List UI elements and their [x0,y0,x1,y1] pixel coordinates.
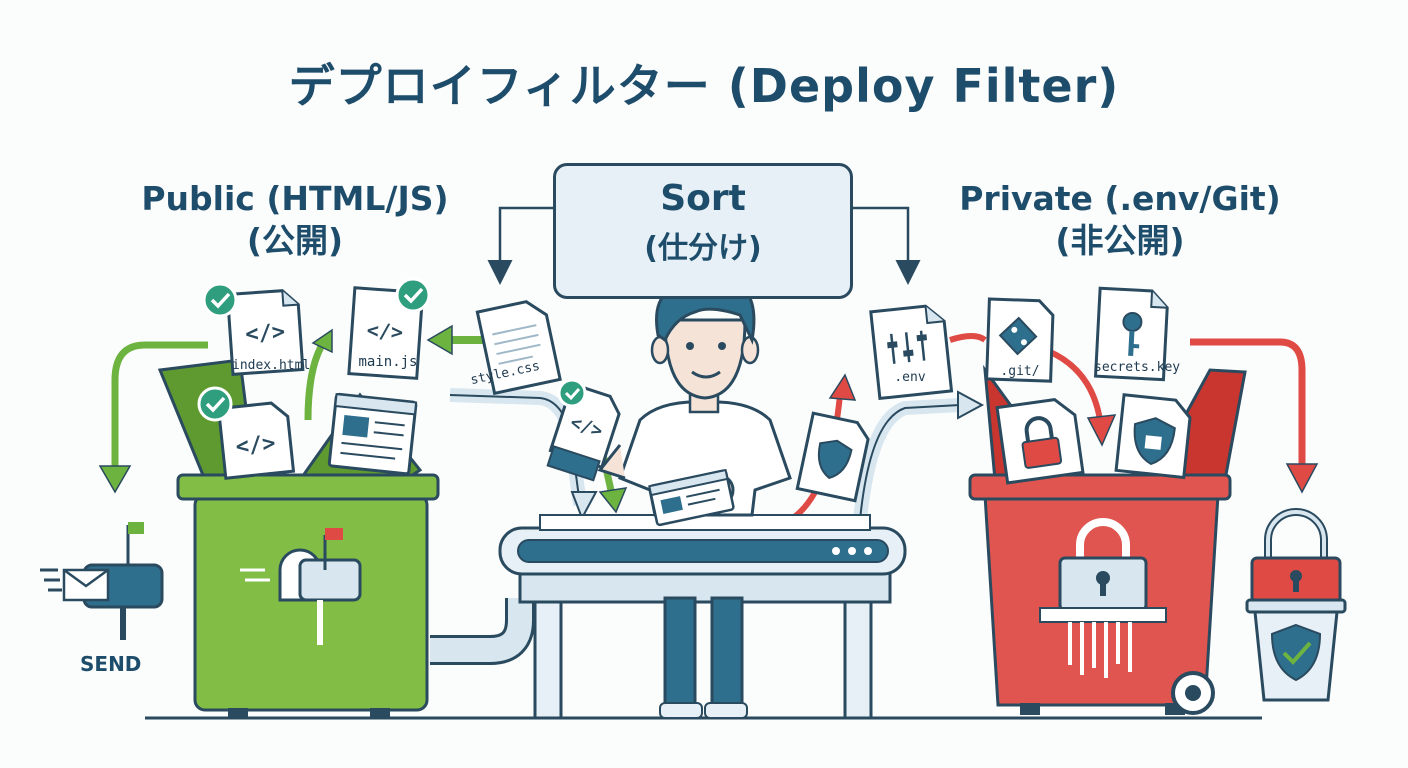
svg-text:</>: </> [235,431,277,460]
public-title: Public (HTML/JS) [141,179,449,218]
sort-subtitle: (仕分け) [644,231,762,266]
private-title: Private (.env/Git) [959,179,1281,218]
private-subtitle: (非公開) [1055,221,1185,260]
file-label-git: .git/ [1000,364,1040,379]
file-label-env: .env [894,370,926,385]
page-title: デプロイフィルター (Deploy Filter) [288,59,1120,113]
public-subtitle: (公開) [246,221,344,260]
to-public-arrow-head [426,324,453,356]
check-icon [557,378,587,408]
sort-box: Sort (仕分け) [553,163,853,299]
file-git [985,297,1055,383]
sort-title: Sort [660,178,746,219]
file-html-in-bin: </> [216,401,296,480]
mailbox-emblem [240,528,362,645]
check-icon [197,386,233,422]
private-heading: Private (.env/Git) (非公開) [935,178,1305,262]
file-label-secrets: secrets.key [1094,360,1181,375]
svg-text:</>: </> [366,318,404,344]
sort-left-connector [487,206,553,285]
file-style-css [475,300,562,396]
sort-right-connector [853,206,921,285]
check-icon [395,277,431,313]
file-env [869,304,954,401]
mailbox-icon [40,522,164,640]
file-label-main: main.js [358,354,418,370]
browser-page-in-bin [327,392,418,476]
padlock-bucket-icon [1245,508,1347,702]
private-down-arrow-head [1285,463,1319,494]
sorting-table [498,514,907,720]
shredder-lock-emblem [1039,518,1167,678]
public-bin [157,358,440,718]
send-label: SEND [80,652,142,676]
file-index-html: </> [225,289,305,376]
svg-text:</>: </> [245,320,286,348]
check-icon [202,282,238,318]
file-shield-card [795,411,870,503]
lock-card-in-bin [995,398,1085,485]
browser-card-in-hand [648,468,735,527]
file-label-index: index.html [232,358,311,373]
file-secrets-key [1093,286,1169,382]
private-bin [968,364,1247,715]
public-heading: Public (HTML/JS) (公開) [110,178,480,262]
public-down-arrow-head [98,465,132,494]
shield-card-in-bin [1114,393,1192,480]
